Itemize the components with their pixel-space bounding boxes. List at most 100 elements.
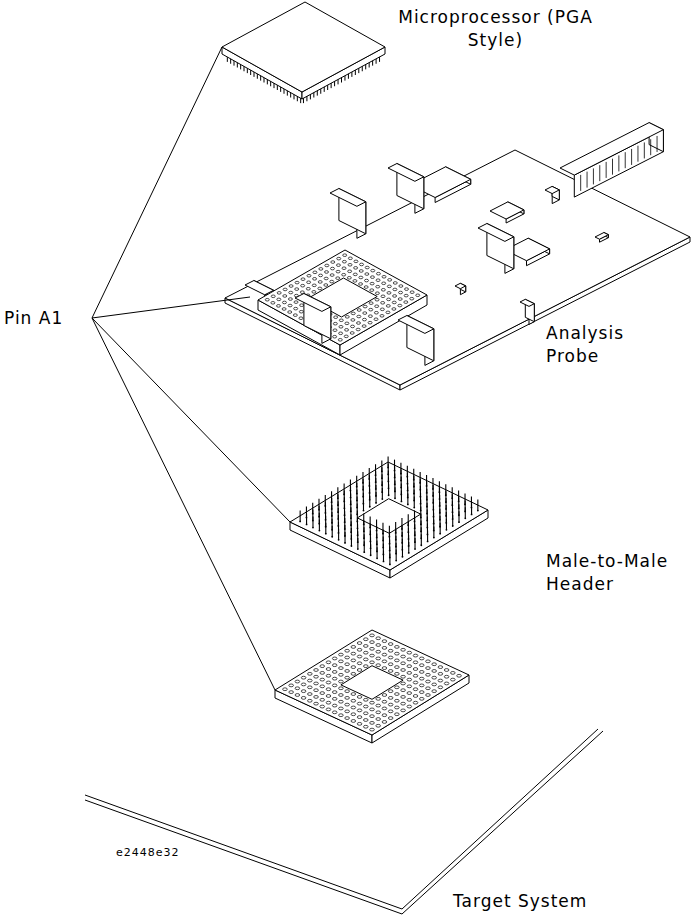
pga-socket	[326, 681, 331, 684]
pin-header	[433, 527, 434, 538]
leader-line	[92, 318, 290, 522]
probe-board	[301, 278, 305, 281]
pin-header	[370, 554, 372, 556]
probe-board	[347, 277, 351, 280]
pga-socket	[339, 660, 344, 663]
pin-header	[363, 551, 365, 553]
pga-socket	[376, 657, 381, 660]
probe-board	[306, 287, 310, 290]
pin-header	[440, 523, 441, 534]
probe-board	[404, 301, 408, 304]
pga-socket	[320, 678, 325, 681]
pga-socket	[326, 688, 331, 691]
pga-socket	[363, 725, 368, 728]
probe-board	[362, 325, 366, 328]
pga-socket	[382, 707, 387, 710]
pga-socket	[283, 688, 288, 691]
probe-board	[380, 315, 384, 318]
pin-header	[427, 530, 428, 541]
pga-socket	[363, 705, 368, 708]
probe-board	[282, 308, 286, 311]
probe-board	[330, 189, 366, 207]
pga-socket	[351, 652, 356, 655]
pga-socket	[376, 664, 381, 667]
probe-board	[345, 322, 349, 325]
pga-socket	[320, 665, 325, 668]
pga-socket	[432, 690, 437, 693]
pga-socket	[426, 694, 431, 697]
pga-socket	[401, 709, 406, 712]
pga-socket	[320, 671, 325, 674]
pin-header	[383, 560, 385, 562]
leader-line	[92, 318, 275, 690]
pin-header	[471, 514, 473, 516]
pin-header	[338, 529, 339, 540]
pga-socket	[432, 683, 437, 686]
probe-board	[295, 281, 299, 284]
probe-board	[359, 270, 363, 273]
probe-board	[363, 305, 367, 308]
pin-header	[464, 517, 466, 519]
pga-socket	[320, 705, 325, 708]
part-label: Microprocessor (PGA Style)	[388, 6, 603, 52]
probe-board	[376, 285, 380, 288]
pga-socket	[351, 646, 356, 649]
pga-socket	[363, 638, 368, 641]
pga-socket	[332, 664, 337, 667]
pga-socket	[395, 693, 400, 696]
pga-socket	[345, 670, 350, 673]
pga-socket	[326, 668, 331, 671]
pga-socket	[295, 687, 300, 690]
pin-header	[369, 496, 370, 507]
probe-board	[478, 224, 514, 242]
pin-header	[477, 500, 478, 511]
leader-line	[92, 47, 222, 318]
probe-board	[319, 268, 323, 271]
pga-socket	[314, 682, 319, 685]
probe-board	[330, 274, 334, 277]
pga-socket	[401, 702, 406, 705]
pin-header	[471, 503, 472, 514]
pga-socket	[444, 682, 449, 685]
pin-header	[402, 556, 404, 558]
pga-socket	[326, 708, 331, 711]
pin-header	[401, 500, 403, 502]
pin-header	[299, 520, 301, 522]
probe-board	[283, 288, 287, 291]
pin-header	[312, 527, 314, 529]
pga-socket	[388, 710, 393, 713]
pga-socket	[382, 714, 387, 717]
probe-board	[258, 250, 427, 355]
pga-socket	[301, 696, 306, 699]
pga-socket	[401, 689, 406, 692]
pga-socket	[376, 724, 381, 727]
pin-header	[421, 534, 422, 545]
probe-board	[381, 288, 385, 291]
pga-socket	[326, 695, 331, 698]
pga-socket	[388, 703, 393, 706]
pin-header	[363, 500, 364, 511]
pga-socket	[370, 661, 375, 664]
probe-board	[313, 278, 317, 281]
pga-socket	[345, 676, 350, 679]
pga-socket	[339, 694, 344, 697]
pga-socket	[388, 643, 393, 646]
probe-board	[657, 136, 658, 152]
pga-socket	[332, 691, 337, 694]
pga-socket	[419, 657, 424, 660]
pga-socket	[320, 685, 325, 688]
pga-socket	[382, 721, 387, 724]
pga-socket	[395, 672, 400, 675]
pga-socket	[332, 704, 337, 707]
pga-socket	[376, 718, 381, 721]
probe-board	[405, 288, 409, 291]
pga-socket	[351, 666, 356, 669]
pga-socket	[395, 699, 400, 702]
pga-socket	[314, 669, 319, 672]
pin-header	[396, 550, 397, 561]
pga-socket	[376, 644, 381, 647]
pga-socket	[382, 700, 387, 703]
probe-board	[283, 295, 287, 298]
probe-board	[342, 273, 346, 276]
probe-board	[330, 280, 334, 283]
